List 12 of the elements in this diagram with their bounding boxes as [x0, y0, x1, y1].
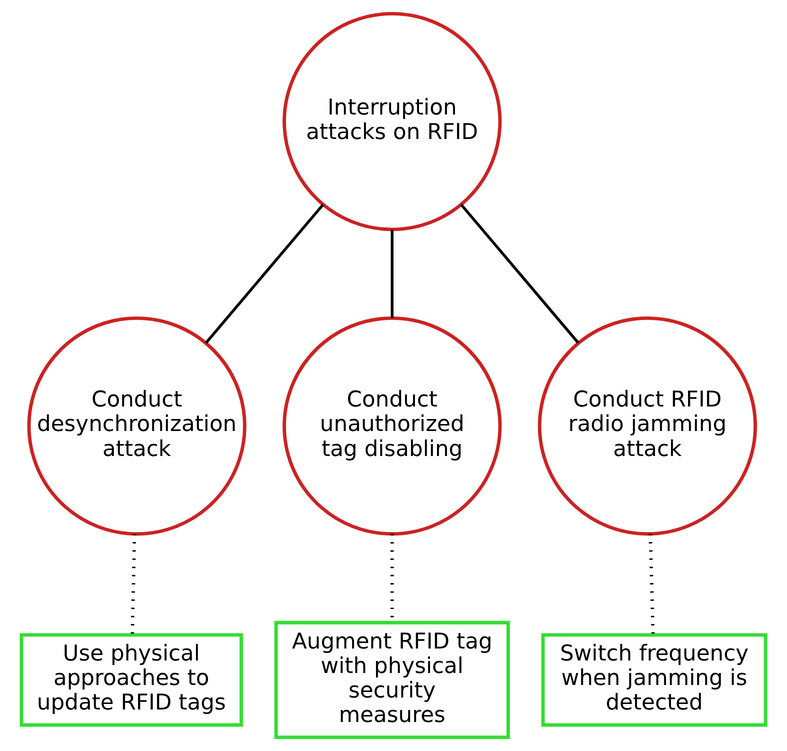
node-box: Augment RFID tag with physical security measures	[274, 620, 510, 739]
node-circle: Conduct unauthorized tag disabling	[282, 316, 502, 536]
node-circle: Conduct RFID radio jamming attack	[538, 316, 757, 536]
node-box: Use physical approaches to update RFID tags	[20, 633, 243, 727]
node-box: Switch frequency when jamming is detected	[541, 633, 768, 727]
node-circle: Conduct desynchronization attack	[27, 316, 246, 536]
connector	[130, 534, 136, 635]
connector	[204, 204, 324, 344]
node-circle: Interruption attacks on RFID	[282, 12, 502, 232]
connector	[390, 230, 394, 318]
connector	[460, 204, 580, 344]
connector	[648, 534, 655, 635]
